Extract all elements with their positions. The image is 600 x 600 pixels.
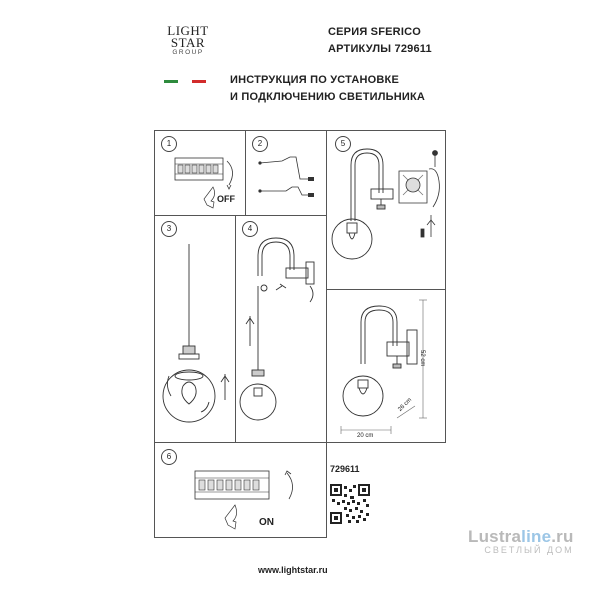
step-1-number: 1	[161, 136, 177, 152]
shade-assembly-illustration	[162, 244, 230, 423]
instruction-title-line2: И ПОДКЛЮЧЕНИЮ СВЕТИЛЬНИКА	[230, 91, 426, 103]
logo-word-light: LIGHT	[167, 23, 209, 38]
model-code: 729611	[330, 464, 360, 474]
breaker-panel-off-illustration	[174, 157, 233, 209]
off-label: OFF	[217, 194, 235, 204]
step-3-number: 3	[161, 221, 177, 237]
qr-code-icon	[330, 484, 370, 524]
dimension-drawing	[340, 299, 427, 434]
step-4-panel: 4	[235, 215, 327, 443]
qr-code-graphic	[330, 484, 370, 524]
watermark-part1: Lustra	[468, 527, 522, 546]
height-dimension: 52 cm	[419, 350, 425, 367]
step-2-number: 2	[252, 136, 268, 152]
instruction-title-line1: ИНСТРУКЦИЯ ПО УСТАНОВКЕ	[230, 74, 399, 86]
dimensions-panel: 52 cm 26 cm 20 cm	[326, 289, 446, 443]
step-5-panel: 5	[326, 130, 446, 290]
breaker-panel-on-illustration	[194, 470, 293, 530]
watermark-part2: line	[521, 527, 552, 546]
watermark-tagline: СВЕТЛЫЙ ДОМ	[484, 545, 574, 555]
step-2-panel: 2	[245, 130, 327, 216]
on-label: ON	[259, 517, 274, 528]
website-link[interactable]: www.lightstar.ru	[258, 565, 328, 575]
flag-white	[178, 80, 192, 83]
wall-mounting-illustration	[331, 148, 440, 260]
watermark-part3: .ru	[551, 527, 574, 546]
watermark-logo: Lustraline.ru	[468, 527, 574, 547]
step-6-number: 6	[161, 449, 177, 465]
step-5-number: 5	[335, 136, 351, 152]
wire-stripping-illustration	[258, 156, 314, 197]
step-3-panel: 3	[154, 215, 236, 443]
brand-logo: LIGHT STAR GROUP	[163, 23, 213, 57]
logo-word-star: STAR	[170, 35, 206, 50]
italian-flag-stripe	[164, 80, 206, 83]
step-1-panel: 1 OFF	[154, 130, 246, 216]
watermark: Lustraline.ru СВЕТЛЫЙ ДОМ	[468, 527, 574, 555]
hook-attachment-illustration	[239, 237, 315, 421]
article-number: АРТИКУЛЫ 729611	[328, 43, 432, 55]
flag-green	[164, 80, 178, 83]
step-6-panel: 6 ON	[154, 442, 327, 538]
series-title: СЕРИЯ SFERICO	[328, 26, 421, 38]
flag-red	[192, 80, 206, 83]
step-4-number: 4	[242, 221, 258, 237]
width-dimension: 20 cm	[357, 433, 374, 439]
logo-word-group: GROUP	[172, 49, 204, 56]
